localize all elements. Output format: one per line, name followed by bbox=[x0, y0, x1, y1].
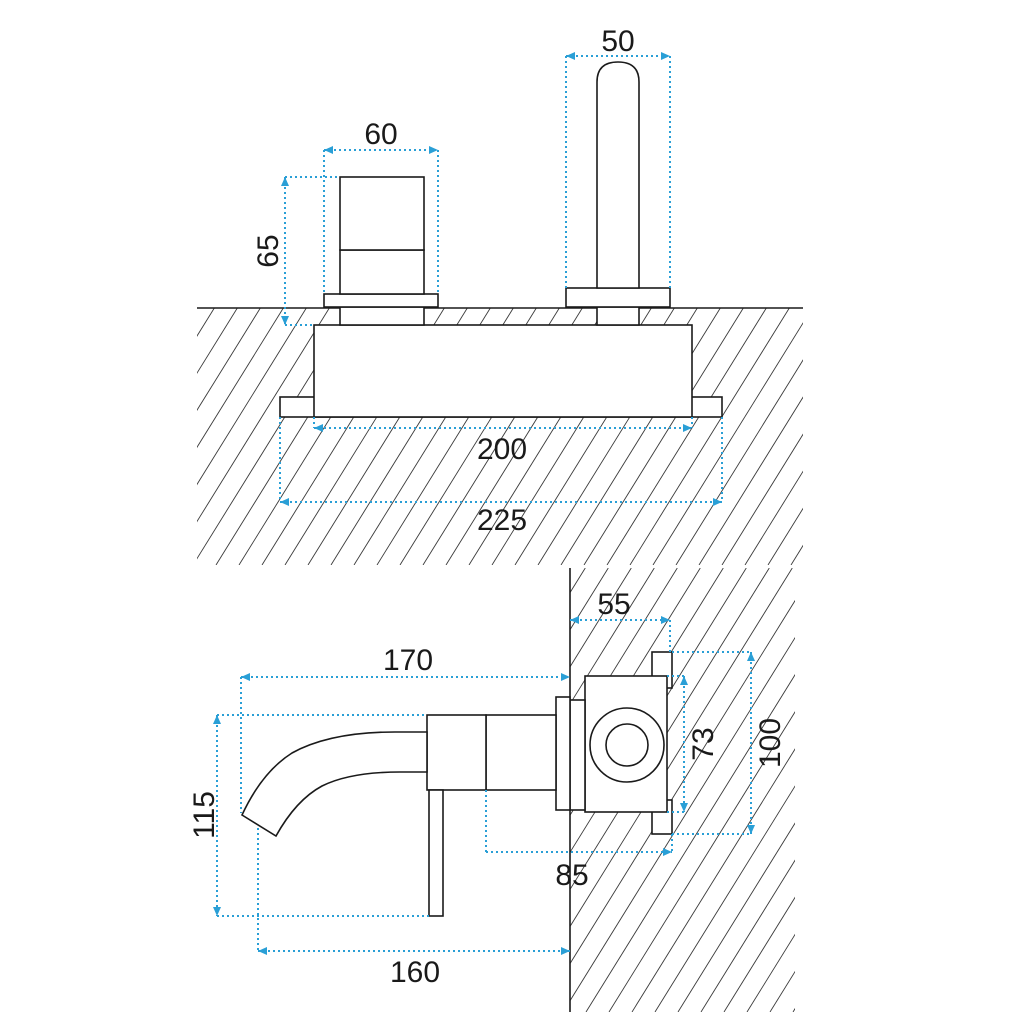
dim-spout-width: 50 bbox=[565, 25, 671, 288]
dim-label-body-height: 73 bbox=[687, 727, 720, 760]
spout-tube bbox=[596, 61, 640, 289]
handle-lower bbox=[339, 249, 425, 295]
dim-handle-height: 65 bbox=[252, 176, 340, 326]
top-view: 50 60 65 200 bbox=[197, 25, 803, 565]
mixer-lever bbox=[428, 789, 444, 917]
dim-label-handle-projection: 160 bbox=[390, 956, 440, 989]
wall-rosette bbox=[555, 696, 571, 811]
mixer-spout-base bbox=[426, 714, 487, 791]
cartridge-inner-ring bbox=[605, 723, 649, 767]
mixer-front-block bbox=[485, 714, 557, 791]
dim-label-body-width: 200 bbox=[477, 433, 527, 466]
dim-body-width: 200 bbox=[313, 417, 693, 466]
dim-label-plate-width: 225 bbox=[477, 504, 527, 537]
dim-plate-height: 100 bbox=[672, 651, 787, 835]
wall-rosette-backplate bbox=[569, 699, 586, 811]
dim-plate-width: 225 bbox=[279, 417, 723, 537]
spout-curve bbox=[240, 731, 428, 838]
handle-stem bbox=[339, 306, 425, 326]
dim-spout-height: 115 bbox=[188, 714, 429, 917]
dim-label-spout-projection: 170 bbox=[383, 644, 433, 677]
dim-mixer-depth: 85 bbox=[485, 790, 673, 892]
dim-label-mixer-depth: 85 bbox=[555, 859, 588, 892]
dim-handle-width: 60 bbox=[323, 118, 439, 294]
concealed-body bbox=[313, 324, 693, 418]
dim-label-wall-depth: 55 bbox=[597, 588, 630, 621]
dim-label-spout-height: 115 bbox=[188, 791, 221, 839]
dim-wall-depth: 55 bbox=[570, 588, 671, 652]
side-view: 55 170 115 160 bbox=[188, 568, 795, 1012]
spout-flange bbox=[565, 287, 671, 308]
dim-handle-projection: 160 bbox=[257, 828, 570, 989]
dim-spout-projection: 170 bbox=[240, 644, 570, 813]
handle-flange bbox=[323, 293, 439, 308]
dim-label-plate-height: 100 bbox=[754, 718, 787, 768]
dim-label-handle-width: 60 bbox=[364, 118, 397, 151]
dim-label-handle-height: 65 bbox=[252, 234, 285, 267]
spout-stem bbox=[596, 306, 640, 326]
dim-label-spout-width: 50 bbox=[601, 25, 634, 58]
dim-body-height: 73 bbox=[667, 675, 720, 813]
handle-upper bbox=[339, 176, 425, 251]
